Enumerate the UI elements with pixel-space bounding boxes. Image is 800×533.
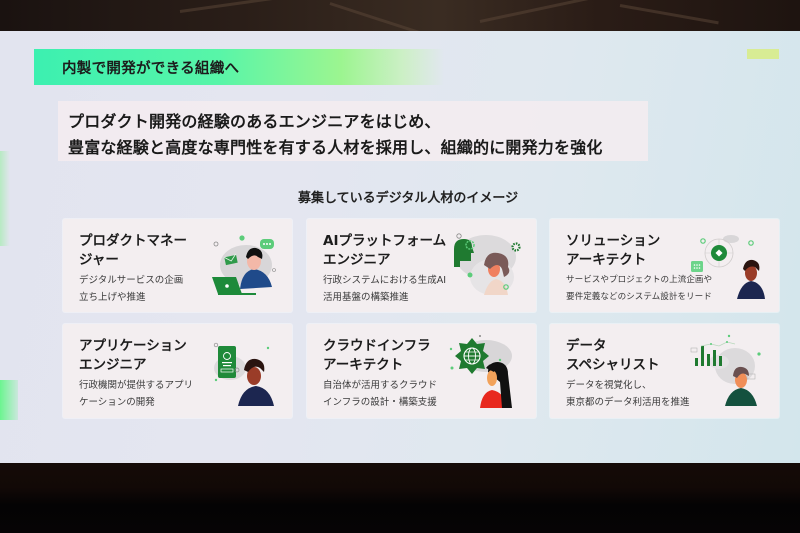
venue-floor <box>0 463 800 533</box>
card-description: サービスやプロジェクトの上流企画や 要件定義などのシステム設計をリード <box>566 275 713 302</box>
card-title: アプリケーション エンジニア <box>79 338 187 373</box>
lead-box <box>58 101 648 161</box>
slide-title: 内製で開発ができる組織へ <box>62 61 240 77</box>
card-title: クラウドインフラ アーキテクト <box>323 338 431 373</box>
corner-accent <box>747 49 779 59</box>
card-title: プロダクトマネー ジャー <box>79 233 187 268</box>
card-description: データを視覚化し、 東京都のデータ利活用を推進 <box>566 380 690 408</box>
lead-line-1: プロダクト開発の経験のあるエンジニアをはじめ、 <box>68 112 441 131</box>
role-cards: プロダクトマネー ジャー デジタルサービスの企画 立ち上げや推進 <box>0 31 800 464</box>
person-laptop-icon <box>212 235 276 295</box>
card-description: 自治体が活用するクラウド インフラの設計・構築支援 <box>323 380 438 408</box>
card-description: 行政システムにおける生成AI 活用基盤の構築推進 <box>323 275 447 303</box>
role-card-cloud-infra-architect: クラウドインフラ アーキテクト 自治体が活用するクラウド インフラの設計・構築支… <box>307 324 536 418</box>
role-card-ai-platform-engineer: AIプラットフォーム エンジニア 行政システムにおける生成AI 活用基盤の構築推… <box>307 219 536 312</box>
side-accent-top <box>0 151 10 246</box>
role-card-data-specialist: データ スペシャリスト データを視覚化し、 東京都のデータ利活用を推進 <box>550 324 779 418</box>
card-title: ソリューション アーキテクト <box>566 233 661 268</box>
role-card-product-manager: プロダクトマネー ジャー デジタルサービスの企画 立ち上げや推進 <box>63 219 292 312</box>
presentation-slide: 内製で開発ができる組織へ プロダクト開発の経験のあるエンジニアをはじめ、 豊富な… <box>0 31 800 464</box>
globe-gear-icon <box>449 335 512 408</box>
ai-head-gears-icon <box>454 233 521 295</box>
card-description: デジタルサービスの企画 立ち上げや推進 <box>79 275 184 303</box>
section-heading: 募集しているデジタル人材のイメージ <box>298 191 519 206</box>
role-card-application-engineer: アプリケーション エンジニア 行政機関が提供するアプリ ケーションの開発 <box>63 324 292 418</box>
title-bar <box>34 49 444 85</box>
card-description: 行政機関が提供するアプリ ケーションの開発 <box>79 380 194 408</box>
venue-ceiling <box>0 0 800 43</box>
card-title: AIプラットフォーム エンジニア <box>323 233 447 268</box>
side-accent-bottom <box>0 380 18 420</box>
lead-line-2: 豊富な経験と高度な専門性を有する人材を採用し、組織的に開発力を強化 <box>68 138 603 157</box>
role-card-solution-architect: ソリューション アーキテクト サービスやプロジェクトの上流企画や 要件定義などの… <box>550 219 779 312</box>
card-title: データ スペシャリスト <box>566 338 660 373</box>
architect-network-icon <box>691 235 765 299</box>
person-smartphone-icon <box>213 342 274 406</box>
bar-chart-person-icon <box>690 334 761 406</box>
